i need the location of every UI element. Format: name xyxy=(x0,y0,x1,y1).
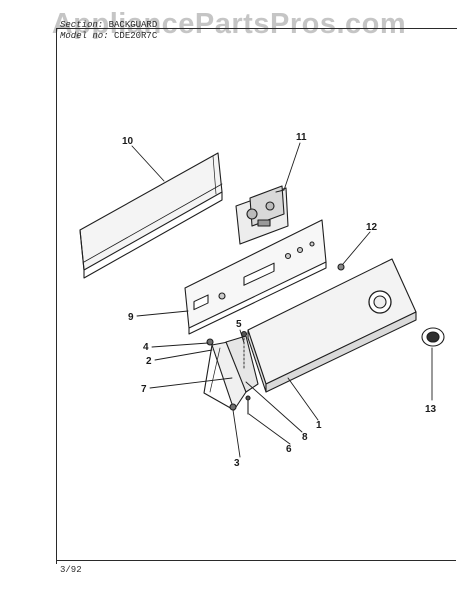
callout-numbers: 10 11 12 9 5 4 2 7 1 8 6 3 13 xyxy=(122,132,437,469)
part-control-panel xyxy=(184,219,327,335)
callout-10: 10 xyxy=(122,136,134,147)
section-label: Section: xyxy=(60,20,104,30)
callout-7: 7 xyxy=(141,384,147,395)
leader-lines xyxy=(131,142,433,458)
part-end-cap xyxy=(203,335,259,411)
revision-date: 3/92 xyxy=(60,565,82,575)
callout-1: 1 xyxy=(316,420,322,431)
callout-3: 3 xyxy=(234,458,240,469)
callout-8: 8 xyxy=(302,432,308,443)
part-knob xyxy=(421,327,445,347)
part-rear-panel xyxy=(79,152,223,279)
diagram-frame xyxy=(56,28,457,564)
footer-rule xyxy=(56,560,456,561)
part-pin xyxy=(245,395,251,415)
section-value: BACKGUARD xyxy=(108,20,158,30)
part-backguard-housing xyxy=(247,258,417,393)
part-screw xyxy=(206,338,214,346)
part-lower-screw xyxy=(229,403,237,411)
callout-13: 13 xyxy=(425,404,437,415)
watermark-text: AppliancePartsPros.com xyxy=(51,8,407,40)
callout-6: 6 xyxy=(286,444,292,455)
model-label: Model no: xyxy=(60,31,109,41)
callout-5: 5 xyxy=(236,319,242,330)
model-header: Model no: CDE20R7C xyxy=(60,31,157,41)
callout-2: 2 xyxy=(146,356,152,367)
part-timer xyxy=(235,185,289,245)
callout-12: 12 xyxy=(366,222,378,233)
part-clip xyxy=(337,263,345,271)
callout-11: 11 xyxy=(296,132,307,143)
callout-9: 9 xyxy=(128,312,134,323)
callout-4: 4 xyxy=(143,342,149,353)
model-value: CDE20R7C xyxy=(114,31,158,41)
section-header: Section: BACKGUARD xyxy=(60,20,157,30)
